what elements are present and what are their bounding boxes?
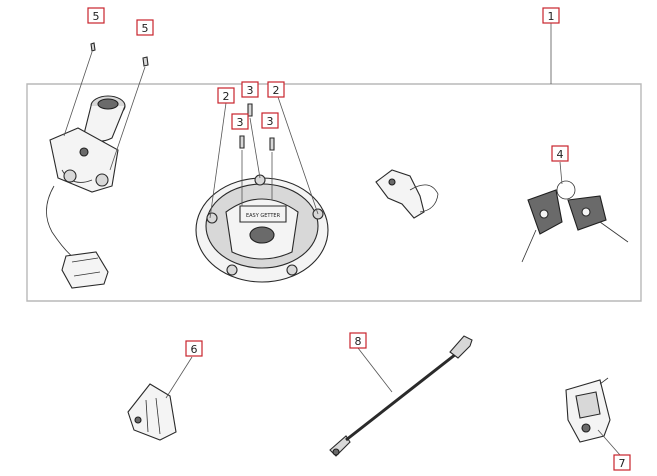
svg-text:8: 8 (355, 335, 362, 348)
fuel-cap-label: EASY GETTER (246, 213, 281, 219)
bolt-right (269, 137, 275, 151)
callout-2-left: 2 (217, 87, 235, 104)
svg-text:3: 3 (247, 84, 254, 97)
bolt-left (239, 135, 245, 149)
svg-text:3: 3 (267, 115, 274, 128)
screw-5b (142, 56, 149, 67)
callout-7: 7 (613, 454, 631, 471)
assembly-frame (26, 83, 642, 302)
fuel-cap: EASY GETTER (195, 174, 329, 283)
svg-text:2: 2 (223, 90, 230, 103)
svg-text:3: 3 (237, 116, 244, 129)
svg-text:2: 2 (273, 84, 280, 97)
ignition-switch (46, 95, 126, 289)
bolt-center (247, 103, 253, 117)
callout-3-center: 3 (241, 81, 259, 98)
callout-6: 6 (185, 340, 203, 357)
svg-text:5: 5 (93, 10, 100, 23)
latch-7 (565, 377, 611, 443)
callout-3-left: 3 (231, 113, 249, 130)
svg-text:7: 7 (619, 457, 626, 470)
callout-2-right: 2 (267, 81, 285, 98)
cable-8 (329, 335, 473, 457)
callout-8: 8 (349, 332, 367, 349)
callout-1: 1 (542, 7, 560, 24)
svg-text:5: 5 (142, 22, 149, 35)
callout-5a: 5 (87, 7, 105, 24)
svg-text:4: 4 (557, 148, 564, 161)
bracket-6 (127, 383, 177, 441)
bracket (375, 169, 439, 219)
svg-text:1: 1 (548, 10, 555, 23)
svg-text:6: 6 (191, 343, 198, 356)
callout-5b: 5 (136, 19, 154, 36)
screw-5a (90, 42, 96, 52)
keys (521, 180, 629, 263)
callout-4: 4 (551, 145, 569, 162)
callout-3-right: 3 (261, 112, 279, 129)
